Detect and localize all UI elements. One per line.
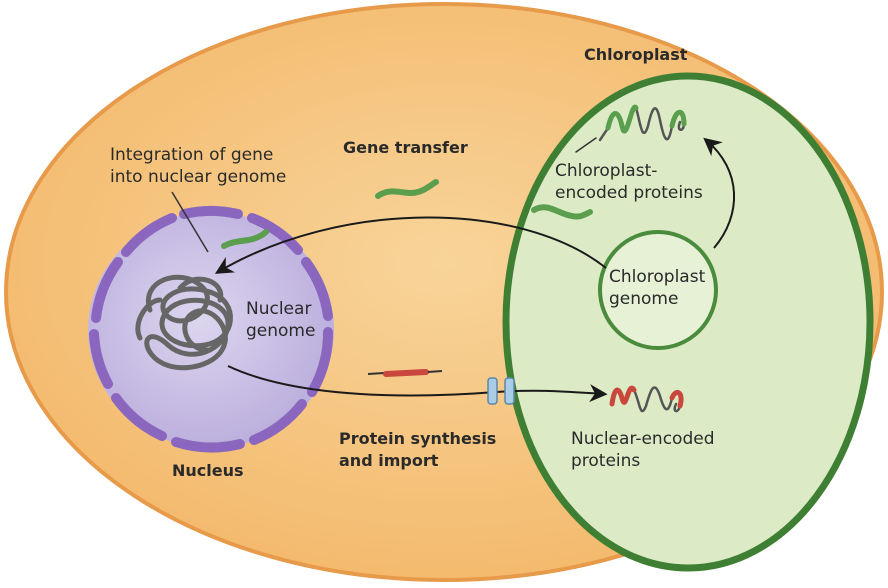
nuclear-genome-label-line1: Nuclear (246, 299, 312, 319)
protein-synthesis-label-line1: Protein synthesis (339, 429, 497, 448)
chloroplast-gene (531, 204, 593, 220)
nuclear-encoded-label-line2: proteins (571, 451, 641, 471)
chloroplast-label: Chloroplast (584, 45, 688, 64)
protein-import-arrow (227, 365, 608, 403)
protein-synthesis-label-line2: and import (339, 451, 439, 470)
nuclear-encoded-protein (609, 385, 684, 413)
chloroplast-protein-arrow (703, 137, 735, 249)
chloroplast-genome-label-line2: genome (609, 289, 679, 309)
nucleus-label: Nucleus (172, 461, 244, 480)
import-pore (487, 377, 515, 405)
integration-leader-line (171, 191, 209, 253)
chloroplast-genome-label-line1: Chloroplast (609, 267, 706, 287)
integration-label-line1: Integration of gene (110, 145, 274, 165)
nuclear-encoded-label-line1: Nuclear-encoded (571, 429, 715, 449)
nuclear-genome-label-line2: genome (246, 321, 316, 341)
gene-transfer-label: Gene transfer (343, 138, 468, 157)
chloroplast-encoded-label-line2: encoded proteins (555, 183, 703, 203)
chloroplast-encoded-label-line1: Chloroplast- (555, 161, 658, 181)
nuclear-envelope (89, 205, 334, 453)
gene-transfer-arrow (214, 216, 607, 274)
chloroplast-encoded-protein (575, 104, 687, 153)
transferred-gene (375, 179, 439, 199)
nuclear-gene-tail (427, 370, 443, 373)
nuclear-genome-dna (135, 274, 233, 371)
nuclear-gene-transcript (367, 372, 385, 375)
integrated-gene (221, 229, 269, 249)
nucleus-body (88, 212, 334, 448)
integration-label-line2: into nuclear genome (110, 167, 287, 187)
nuclear-gene-red (383, 369, 429, 377)
chloroplast-genome-circle (598, 230, 718, 350)
